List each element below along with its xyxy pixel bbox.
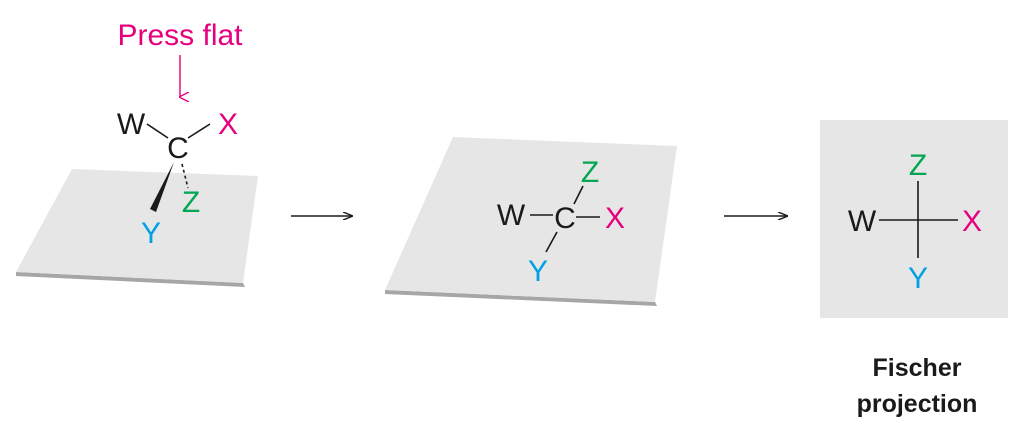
step2-atom-c: C — [554, 202, 576, 235]
step2-group: W C X Z Y — [385, 137, 677, 306]
step2-atom-y: Y — [528, 255, 548, 288]
step1-atom-y: Y — [141, 217, 161, 250]
step1-atom-x: X — [218, 108, 238, 141]
step2-bond-c-y — [545, 231, 558, 253]
step1-bond-w-c — [146, 123, 169, 139]
step3-atom-x: X — [962, 205, 982, 238]
step1-wedge-bond-c-y — [150, 162, 174, 212]
step1-group: Press flat W C X Y Z — [16, 19, 258, 287]
step1-bond-c-x — [187, 123, 211, 139]
fischer-caption-line2: projection — [857, 390, 978, 418]
step2-atom-w: W — [497, 199, 526, 232]
fischer-caption-line1: Fischer — [873, 354, 962, 382]
step3-square — [820, 120, 1008, 318]
step3-atom-y: Y — [908, 262, 928, 295]
step1-atom-z: Z — [182, 186, 200, 219]
step1-plane — [16, 169, 258, 283]
step1-atom-c: C — [167, 132, 189, 165]
step3-atom-z: Z — [909, 149, 927, 182]
press-flat-label: Press flat — [117, 19, 243, 52]
step2-bond-c-z — [573, 185, 584, 205]
step2-atom-z: Z — [581, 156, 599, 189]
step3-group: W X Z Y — [820, 120, 1008, 318]
step3-atom-w: W — [848, 205, 877, 238]
step2-plane-shadow — [385, 290, 657, 306]
step2-plane — [385, 137, 677, 302]
step1-dashed-bond-c-z — [181, 163, 189, 189]
step1-atom-w: W — [117, 108, 146, 141]
step2-atom-x: X — [605, 202, 625, 235]
step1-plane-shadow — [16, 272, 245, 287]
